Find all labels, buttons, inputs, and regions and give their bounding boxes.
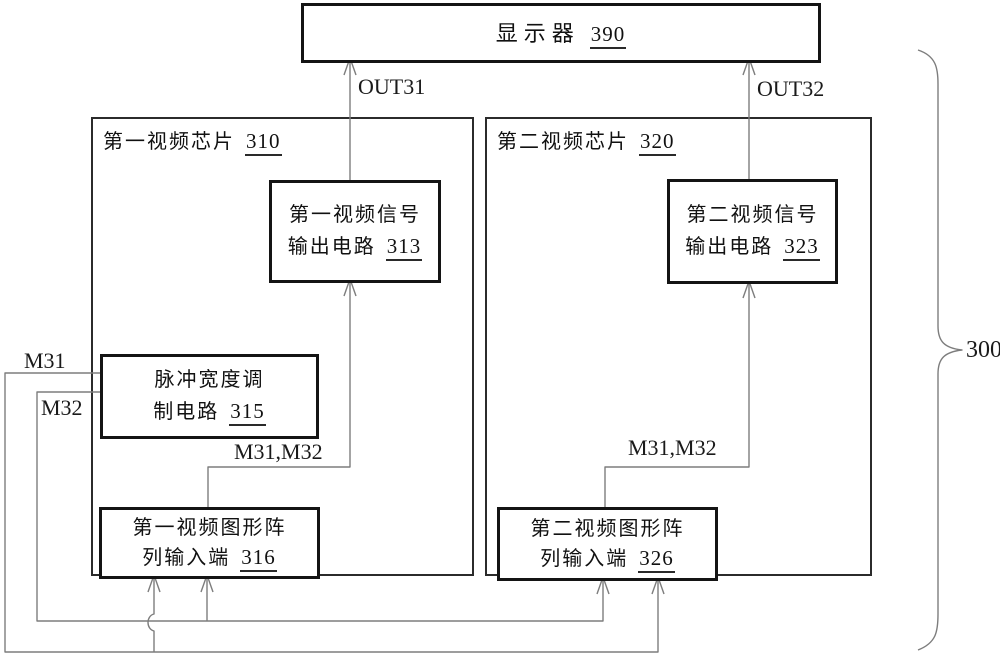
box323-ref: 323 [783, 234, 820, 261]
box315-ref: 315 [229, 399, 266, 426]
out32-label: OUT32 [757, 76, 825, 101]
m31m32-right-label: M31,M32 [628, 435, 717, 460]
box313-line1: 第一视频信号 [289, 204, 421, 226]
box326-ref: 326 [638, 545, 675, 573]
m31m32-left-label: M31,M32 [234, 439, 323, 464]
right-brace-icon [917, 49, 963, 651]
out31-label: OUT31 [358, 74, 426, 99]
display-box: 显示器 390 [301, 3, 821, 63]
wire-m31-rail [4, 372, 659, 653]
brace-300-label: 300 [966, 337, 1000, 363]
box316-line1: 第一视频图形阵 [132, 516, 287, 539]
box313-ref: 313 [385, 234, 423, 261]
wire-m31m32-right [604, 281, 750, 507]
m32-label: M32 [41, 395, 83, 420]
chip1-label-text: 第一视频芯片 [103, 131, 235, 153]
chip1-ref: 310 [245, 129, 282, 156]
chip2-title: 第二视频芯片 320 [497, 127, 676, 158]
m31-label: M31 [24, 348, 66, 373]
chip1-title: 第一视频芯片 310 [103, 127, 282, 158]
wire-m32-rail [36, 391, 604, 622]
chip2-ref: 320 [639, 129, 676, 156]
wire-m31m32-left [207, 279, 351, 507]
chip2-label-text: 第二视频芯片 [497, 131, 629, 153]
display-label-text: 显示器 [495, 20, 580, 46]
box316-ref: 316 [240, 544, 277, 572]
wire-m31-branch-316 [147, 575, 155, 652]
display-box-label: 显示器 390 [496, 18, 627, 49]
box315-line1: 脉冲宽度调 [154, 369, 265, 391]
box323-line1: 第二视频信号 [686, 204, 819, 226]
display-ref: 390 [589, 21, 627, 49]
box326-line1: 第二视频图形阵 [530, 517, 685, 540]
